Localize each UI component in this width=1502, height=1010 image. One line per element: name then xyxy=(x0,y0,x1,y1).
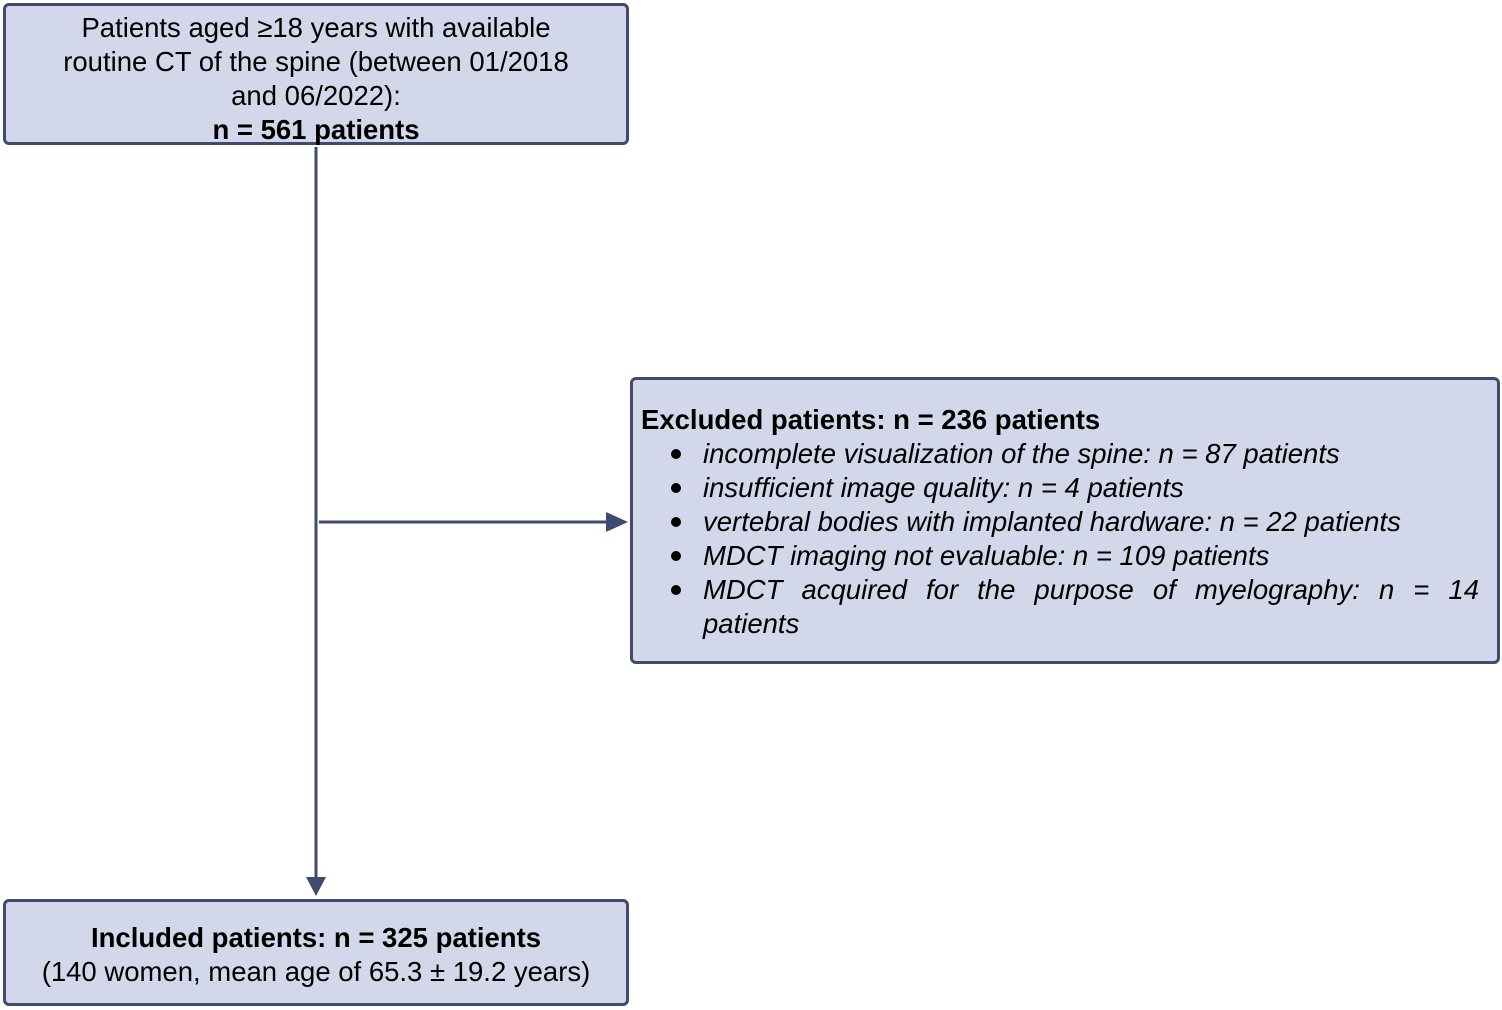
excluded-title: Excluded patients: n = 236 patients xyxy=(641,404,1101,435)
included-patients-box: Included patients: n = 325 patients (140… xyxy=(3,899,629,1006)
excluded-patients-box: Excluded patients: n = 236 patients inco… xyxy=(630,377,1500,664)
exclusion-item: incomplete visualization of the spine: n… xyxy=(641,437,1479,471)
included-title: Included patients: n = 325 patients xyxy=(90,922,542,953)
bullet-icon xyxy=(671,517,681,527)
eligible-patients-box: Patients aged ≥18 years with available r… xyxy=(3,3,629,145)
exclusion-item: insufficient image quality: n = 4 patien… xyxy=(641,471,1479,505)
eligible-line-3: and 06/2022): xyxy=(231,80,401,111)
exclusion-item-text: MDCT imaging not evaluable: n = 109 pati… xyxy=(703,540,1270,571)
exclusion-item: MDCT imaging not evaluable: n = 109 pati… xyxy=(641,539,1479,573)
bullet-icon xyxy=(671,551,681,561)
bullet-icon xyxy=(671,449,681,459)
exclusion-item-text: insufficient image quality: n = 4 patien… xyxy=(703,472,1184,503)
exclusion-item-text: MDCT acquired for the purpose of myelogr… xyxy=(703,574,1479,639)
eligible-line-1: Patients aged ≥18 years with available xyxy=(81,12,551,43)
included-detail: (140 women, mean age of 65.3 ± 19.2 year… xyxy=(41,956,591,987)
bullet-icon xyxy=(671,585,681,595)
eligible-line-2: routine CT of the spine (between 01/2018 xyxy=(63,46,569,77)
exclusion-list: incomplete visualization of the spine: n… xyxy=(641,437,1479,641)
arrow-down-head xyxy=(306,877,326,896)
exclusion-item-text: vertebral bodies with implanted hardware… xyxy=(703,506,1401,537)
eligible-count: n = 561 patients xyxy=(212,114,420,145)
bullet-icon xyxy=(671,483,681,493)
exclusion-item: MDCT acquired for the purpose of myelogr… xyxy=(641,573,1479,641)
exclusion-item: vertebral bodies with implanted hardware… xyxy=(641,505,1479,539)
exclusion-item-text: incomplete visualization of the spine: n… xyxy=(703,438,1340,469)
arrow-right-head xyxy=(606,512,628,532)
